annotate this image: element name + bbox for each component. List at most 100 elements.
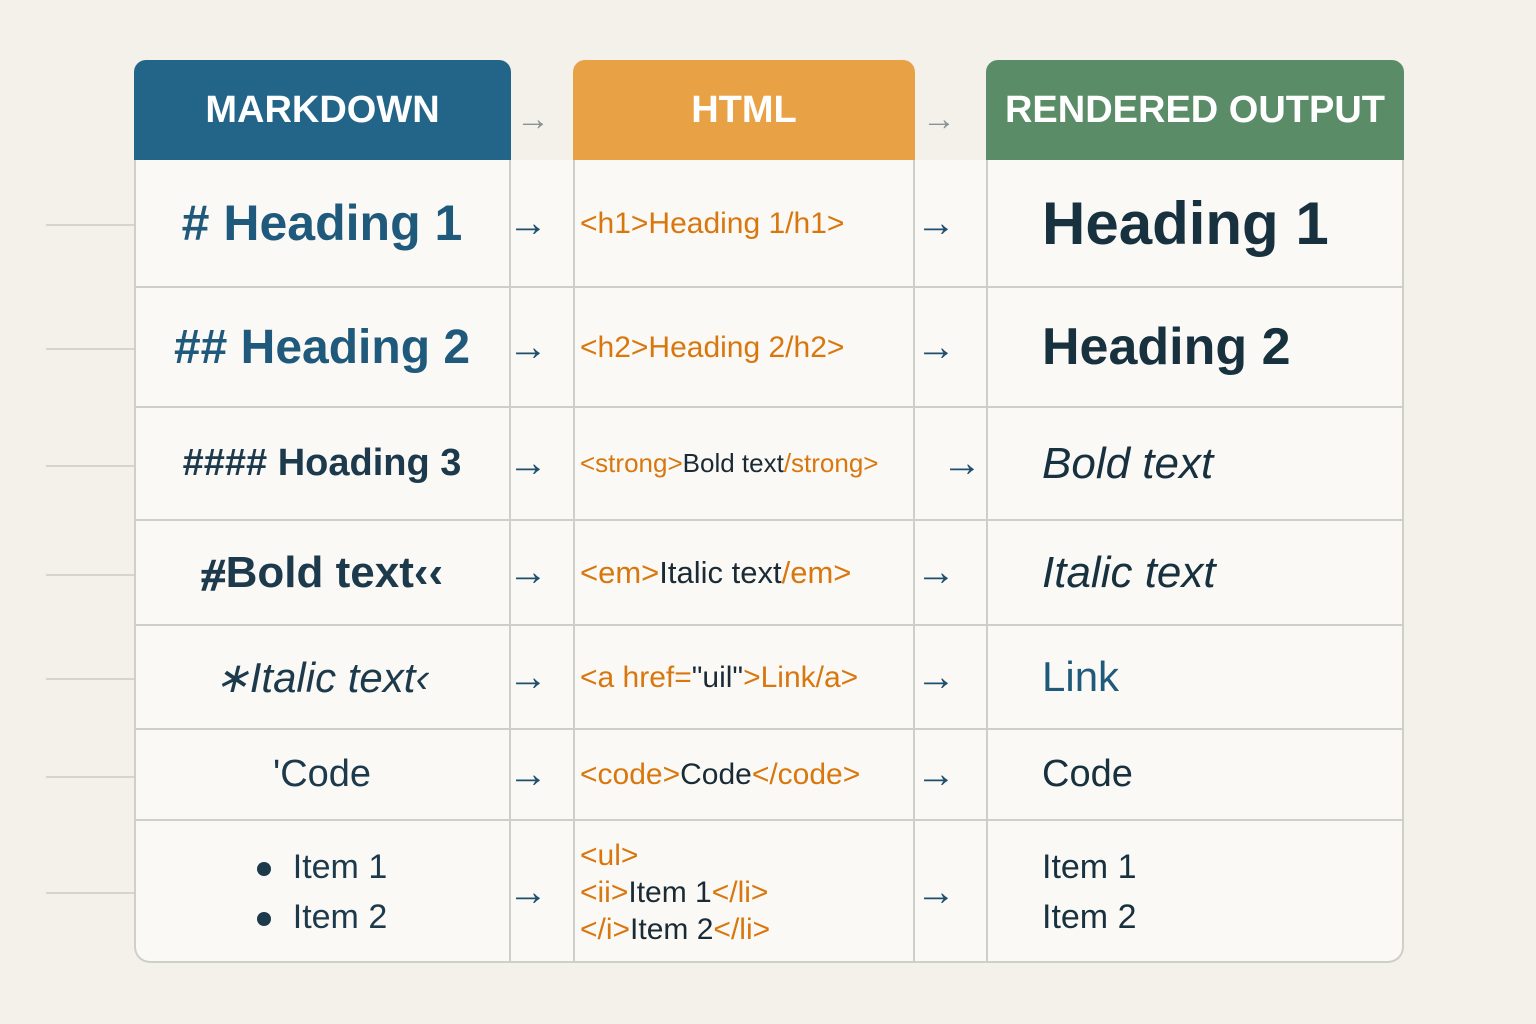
row-guide-line xyxy=(46,775,134,778)
markdown-cell: Item 1 Item 2 xyxy=(134,821,510,963)
rendered-list-item: Item 2 xyxy=(1042,898,1137,936)
rendered-cell: Link xyxy=(1042,626,1402,728)
html-tag: <ul> xyxy=(580,838,639,872)
markdown-cell: # Heading 1 xyxy=(134,160,510,286)
html-text: Italic text xyxy=(659,555,782,590)
rendered-text: Bold text xyxy=(1042,438,1214,488)
markdown-syntax: ## Heading 2 xyxy=(173,320,471,374)
html-tag: </li> xyxy=(711,875,769,909)
markdown-list: Item 1 Item 2 xyxy=(256,842,388,942)
markdown-list-item-text: Item 1 xyxy=(292,848,388,886)
html-line: </i>Item 2</li> xyxy=(580,911,770,948)
rendered-list-item: Item 1 xyxy=(1042,848,1137,886)
table-row: # Heading 1 → <h1>Heading 1/h1> → Heading 1 xyxy=(134,160,1404,288)
arrow-icon: → xyxy=(916,324,956,369)
html-cell: <a href="uil">Link/a> xyxy=(574,626,914,728)
markdown-syntax: #### Hoading 3 xyxy=(182,442,462,484)
markdown-syntax: ∗Italic text‹ xyxy=(214,653,430,701)
arrow-icon: → xyxy=(916,654,956,699)
markdown-list-item: Item 2 xyxy=(256,892,388,942)
rendered-output-header: RENDERED OUTPUT xyxy=(986,60,1404,160)
markdown-list-item-text: Item 2 xyxy=(292,898,388,936)
html-tag: </i> xyxy=(580,912,631,946)
html-tag: <ii> xyxy=(580,875,629,909)
html-header: HTML xyxy=(573,60,915,160)
markdown-syntax: ⧣Bold text‹‹ xyxy=(200,547,444,597)
markdown-cell: 'Code xyxy=(134,730,510,819)
html-line: <ul> xyxy=(580,837,770,874)
row-guide-line xyxy=(46,573,134,576)
markdown-cell: ## Heading 2 xyxy=(134,288,510,406)
column-divider xyxy=(573,160,575,963)
row-guide-line xyxy=(46,464,134,467)
header-arrow-icon: → xyxy=(516,100,550,138)
html-tag: <a href= xyxy=(580,660,692,694)
table-row: ## Heading 2 → <h2>Heading 2/h2> → Heading 2 xyxy=(134,288,1404,408)
arrow-icon: → xyxy=(916,200,956,245)
html-tag: <em> xyxy=(580,555,660,590)
rendered-text: Italic text xyxy=(1042,547,1216,597)
rendered-text: Code xyxy=(1042,753,1133,795)
table-row: ⧣Bold text‹‹→<em>Italic text/em>→Italic … xyxy=(134,521,1404,626)
html-tag: /em> xyxy=(781,555,852,590)
arrow-icon: → xyxy=(508,550,548,594)
column-divider xyxy=(509,160,511,963)
arrow-icon: → xyxy=(508,324,548,369)
markdown-syntax: 'Code xyxy=(272,753,372,795)
row-guide-line xyxy=(46,348,134,350)
header-arrow-icon: → xyxy=(922,100,956,138)
html-tag: /strong> xyxy=(783,448,879,478)
column-divider xyxy=(913,160,915,963)
markdown-cell: ⧣Bold text‹‹ xyxy=(134,521,510,624)
html-cell: <h1>Heading 1/h1> xyxy=(574,160,914,286)
html-tag: </code> xyxy=(751,758,861,791)
html-tag: <strong> xyxy=(580,448,683,478)
arrow-icon: → xyxy=(916,550,956,594)
rendered-cell: Code xyxy=(1042,730,1402,819)
rendered-text: Heading 2 xyxy=(1042,318,1291,376)
html-text: Code xyxy=(680,758,752,791)
html-cell: <ul><ii>Item 1</li></i>Item 2</li> xyxy=(574,821,914,963)
html-cell: <h2>Heading 2/h2> xyxy=(574,288,914,406)
markdown-cell: #### Hoading 3 xyxy=(134,408,510,519)
rendered-cell: Heading 1 xyxy=(1042,160,1402,286)
html-tag: <h2>Heading 2/h2> xyxy=(580,330,845,364)
arrow-icon: → xyxy=(508,200,548,245)
html-cell: <code>Code</code> xyxy=(574,730,914,819)
row-guide-line xyxy=(46,224,134,226)
html-cell: <strong> Bold text/strong> xyxy=(574,408,914,519)
rendered-cell: Heading 2 xyxy=(1042,288,1402,406)
column-divider xyxy=(986,160,988,963)
rendered-cell: Bold text xyxy=(1042,408,1402,519)
arrow-icon: → xyxy=(916,869,956,914)
table-row: #### Hoading 3 → <strong> Bold text/strong… xyxy=(134,408,1404,521)
arrow-icon: → xyxy=(942,441,982,485)
arrow-icon: → xyxy=(508,869,548,914)
markdown-cell: ∗Italic text‹ xyxy=(134,626,510,728)
rendered-link[interactable]: Link xyxy=(1042,653,1120,700)
rendered-text: Heading 1 xyxy=(1042,189,1329,257)
rendered-cell: Item 1 Item 2 xyxy=(1042,821,1402,963)
html-tag: <h1>Heading 1/h1> xyxy=(580,206,845,240)
html-text: Item 2 xyxy=(630,912,714,946)
html-text: "uil" xyxy=(691,660,744,694)
bullet-icon xyxy=(256,862,271,877)
html-tag: <code> xyxy=(580,758,681,791)
row-guide-line xyxy=(46,892,134,894)
html-line: <ii>Item 1</li> xyxy=(580,874,770,911)
html-cell: <em>Italic text/em> xyxy=(574,521,914,624)
markdown-header: MARKDOWN xyxy=(134,60,511,160)
html-text: Item 1 xyxy=(628,875,712,909)
arrow-icon: → xyxy=(508,654,548,699)
table-row: ∗Italic text‹→<a href="uil">Link/a>→Link xyxy=(134,626,1404,730)
arrow-icon: → xyxy=(508,752,548,796)
html-text: Bold text xyxy=(682,448,784,478)
html-lines: <ul><ii>Item 1</li></i>Item 2</li> xyxy=(580,837,770,948)
markdown-list-item: Item 1 xyxy=(256,842,388,892)
rendered-list: Item 1 Item 2 xyxy=(1042,842,1136,942)
arrow-icon: → xyxy=(916,752,956,796)
html-tag: </li> xyxy=(713,912,771,946)
table-row: 'Code→<code>Code</code>→Code xyxy=(134,730,1404,821)
markdown-syntax: # Heading 1 xyxy=(181,195,463,251)
